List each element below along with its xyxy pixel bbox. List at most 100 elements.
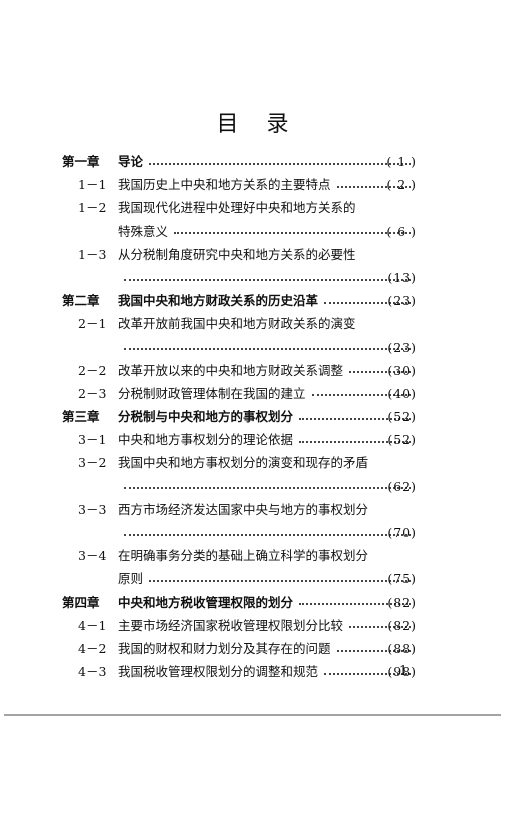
toc-number: 3－4 (78, 548, 107, 564)
toc-line: (23) (0, 336, 505, 359)
toc-leader-row: 特殊意义 (118, 220, 417, 243)
dot-leader (299, 603, 411, 606)
toc-chapter-entry: 第二章 我国中央和地方财政关系的历史沿革(23) (0, 289, 505, 312)
dot-leader (311, 394, 411, 397)
toc-leader-row: 导论 (118, 150, 417, 173)
toc-number: 3－2 (78, 455, 107, 471)
toc-chapter-entry: 第一章导论( 1 ) (0, 150, 505, 173)
toc-section-entry: 3－1 中央和地方事权划分的理论依据 (52) (0, 428, 505, 451)
toc-page-number: (75) (387, 571, 417, 587)
toc-page-number: (88) (387, 640, 417, 656)
toc-page-number: (82) (387, 617, 417, 633)
toc-section-entry: 3－3 西方市场经济发达国家中央与地方的事权划分 (70) (0, 498, 505, 544)
toc-line: 3－1 中央和地方事权划分的理论依据 (52) (0, 428, 505, 451)
dot-leader (124, 278, 411, 281)
dot-leader (174, 232, 411, 235)
toc-title: 改革开放以来的中央和地方财政关系调整 (118, 362, 344, 378)
toc-title: 西方市场经济发达国家中央与地方的事权划分 (118, 501, 369, 517)
toc-page-number: (52) (387, 409, 417, 425)
toc-leader-row: 中央和地方税收管理权限的划分 (118, 591, 417, 614)
toc-leader-row: 中央和地方事权划分的理论依据 (118, 428, 417, 451)
toc-page-number: (98) (387, 664, 417, 680)
toc-page-number: ( 6 ) (386, 223, 417, 239)
toc-number: 1－3 (78, 246, 107, 262)
toc-leader-row: 我国的财权和财力划分及其存在的问题 (118, 637, 417, 660)
toc-page-number: (52) (387, 432, 417, 448)
toc-title: 改革开放前我国中央和地方财政关系的演变 (118, 316, 356, 332)
toc-page-number: (30) (387, 362, 417, 378)
toc-title: 从分税制角度研究中央和地方关系的必要性 (118, 246, 356, 262)
toc-leader-row (118, 266, 417, 289)
toc-section-entry: 1－1 我国历史上中央和地方关系的主要特点( 2 ) (0, 173, 505, 196)
toc-line: 第一章导论( 1 ) (0, 150, 505, 173)
toc-number: 1－2 (78, 200, 107, 216)
toc-title: 我国中央和地方事权划分的演变和现存的矛盾 (118, 455, 369, 471)
toc-number: 2－2 (78, 362, 107, 378)
toc-title: 中央和地方税收管理权限的划分 (118, 594, 294, 610)
toc-number: 4－3 (78, 664, 107, 680)
toc-number: 4－2 (78, 640, 107, 656)
toc-line: 3－2 我国中央和地方事权划分的演变和现存的矛盾 (0, 451, 505, 474)
dot-leader (124, 533, 411, 536)
toc-number: 4－1 (78, 617, 107, 633)
scan-edge-line (4, 714, 501, 716)
toc-number: 第四章 (62, 594, 100, 610)
dot-leader (299, 417, 411, 420)
toc-line: 3－4 在明确事务分类的基础上确立科学的事权划分 (0, 544, 505, 567)
toc-title: 导论 (118, 154, 144, 169)
dot-leader (149, 579, 411, 582)
toc-leader-row: 分税制财政管理体制在我国的建立 (118, 382, 417, 405)
toc-section-entry: 4－2 我国的财权和财力划分及其存在的问题 (88) (0, 637, 505, 660)
toc-line: 2－2 改革开放以来的中央和地方财政关系调整 (30) (0, 359, 505, 382)
dot-leader (349, 371, 411, 374)
toc-title: 在明确事务分类的基础上确立科学的事权划分 (118, 548, 369, 564)
toc-title: 特殊意义 (118, 223, 169, 239)
toc-section-entry: 2－2 改革开放以来的中央和地方财政关系调整 (30) (0, 359, 505, 382)
toc-number: 第二章 (62, 293, 100, 309)
toc-line: (70) (0, 521, 505, 544)
toc-chapter-entry: 第三章 分税制与中央和地方的事权划分 (52) (0, 405, 505, 428)
toc-line: 第四章 中央和地方税收管理权限的划分 (82) (0, 591, 505, 614)
toc-number: 3－3 (78, 501, 107, 517)
toc-leader-row: 我国历史上中央和地方关系的主要特点 (118, 173, 417, 196)
toc-title: 原则 (118, 571, 144, 587)
toc-page-number: (23) (387, 293, 417, 309)
dot-leader (149, 162, 411, 165)
toc-page-number: ( 2 ) (386, 177, 417, 193)
toc-line: 1－1 我国历史上中央和地方关系的主要特点( 2 ) (0, 173, 505, 196)
toc-number: 第三章 (62, 409, 100, 425)
dot-leader (124, 348, 411, 351)
toc-page-number: (13) (387, 269, 417, 285)
toc-leader-row: 改革开放以来的中央和地方财政关系调整 (118, 359, 417, 382)
toc-line: 第三章 分税制与中央和地方的事权划分 (52) (0, 405, 505, 428)
toc-leader-row: 原则 (118, 567, 417, 590)
toc-title: 分税制与中央和地方的事权划分 (118, 409, 294, 425)
toc-section-entry: 4－1 主要市场经济国家税收管理权限划分比较(82) (0, 614, 505, 637)
toc-number: 2－3 (78, 385, 107, 401)
dot-leader (124, 487, 411, 490)
toc-line: 4－1 主要市场经济国家税收管理权限划分比较(82) (0, 614, 505, 637)
toc-title: 分税制财政管理体制在我国的建立 (118, 385, 306, 401)
toc-number: 1－1 (78, 177, 107, 193)
toc-line: (62) (0, 475, 505, 498)
toc-page-number: (82) (387, 594, 417, 610)
toc-page-number: (62) (387, 478, 417, 494)
toc-chapter-entry: 第四章 中央和地方税收管理权限的划分 (82) (0, 591, 505, 614)
page-number: 1 (399, 664, 408, 679)
dot-leader (336, 185, 411, 188)
toc-number: 3－1 (78, 432, 107, 448)
toc-title: 我国的财权和财力划分及其存在的问题 (118, 640, 331, 656)
toc-section-entry: 3－2 我国中央和地方事权划分的演变和现存的矛盾 (62) (0, 451, 505, 497)
toc-leader-row: 我国中央和地方财政关系的历史沿革 (118, 289, 417, 312)
toc-leader-row: 分税制与中央和地方的事权划分 (118, 405, 417, 428)
page-title: 目录 (216, 112, 317, 137)
toc-leader-row: 主要市场经济国家税收管理权限划分比较 (118, 614, 417, 637)
toc-title: 中央和地方事权划分的理论依据 (118, 432, 294, 448)
